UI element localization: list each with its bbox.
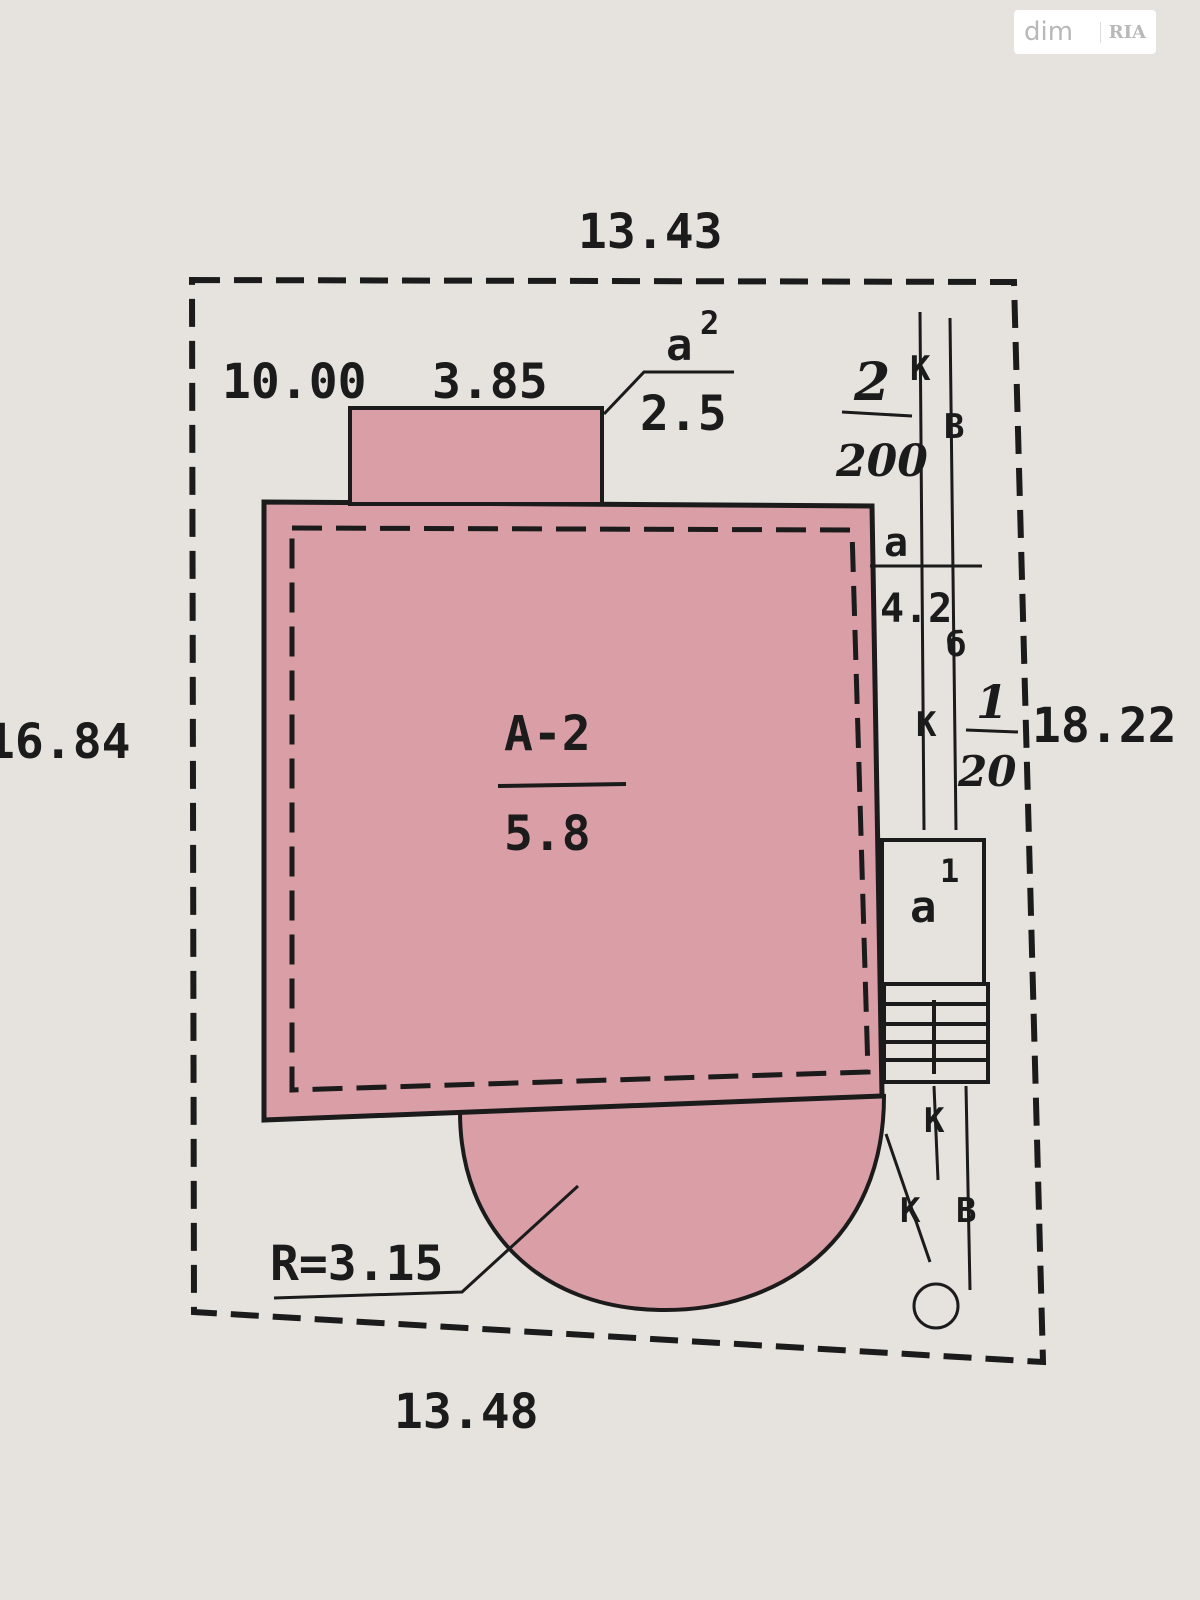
- fraction-mid-bar: [965, 728, 1019, 734]
- utility-k-1: К: [910, 349, 931, 389]
- right-annex-sup: 1: [940, 852, 959, 890]
- dim-left: 16.84: [0, 714, 131, 770]
- utility-b-2: В: [956, 1191, 976, 1231]
- utility-b-1: В: [944, 407, 964, 447]
- main-building-inner-outline: [289, 525, 871, 1093]
- fraction-top-denominator: 200: [835, 436, 928, 487]
- fraction-top-numerator: 2: [853, 352, 890, 413]
- dim-segment-a: 10.00: [222, 354, 367, 410]
- plot-boundary: [188, 276, 1047, 1366]
- dim-segment-b: 3.85: [432, 354, 548, 410]
- utility-k-3: К: [924, 1101, 945, 1141]
- dim-right: 18.22: [1032, 698, 1177, 754]
- stairs: [882, 982, 990, 1084]
- right-annex-label: а: [910, 882, 937, 933]
- rounded-annex: [457, 1093, 887, 1313]
- fraction-mid-denominator: 20: [957, 747, 1016, 796]
- top-annex-sup: 2: [700, 304, 719, 342]
- top-annex: [348, 406, 604, 506]
- porch-label: а: [884, 520, 908, 566]
- top-annex-value: 2.5: [640, 386, 727, 442]
- fraction-mid-numerator: 1: [976, 675, 1008, 729]
- dim-bottom: 13.48: [394, 1384, 539, 1440]
- radius-label: R=3.15: [270, 1236, 443, 1292]
- fraction-top-bar: [841, 410, 913, 418]
- watermark-logo: dim RIA: [1014, 10, 1156, 54]
- main-building-label: А-2: [504, 706, 591, 762]
- utility-lines: [273, 311, 982, 1300]
- porch-value: 4.2: [880, 586, 952, 632]
- watermark-dim: dim: [1024, 17, 1074, 47]
- utility-k-2: К: [916, 705, 937, 745]
- dim-top: 13.43: [578, 204, 723, 260]
- utility-c-1: б: [946, 625, 966, 665]
- watermark-ria: RIA: [1099, 21, 1146, 43]
- main-building-value: 5.8: [504, 806, 591, 862]
- main-building: [261, 499, 885, 1123]
- utility-k-4: К: [900, 1191, 921, 1231]
- top-annex-label: а: [666, 320, 693, 371]
- well-circle: [912, 1282, 960, 1330]
- main-fraction-bar: [497, 782, 627, 788]
